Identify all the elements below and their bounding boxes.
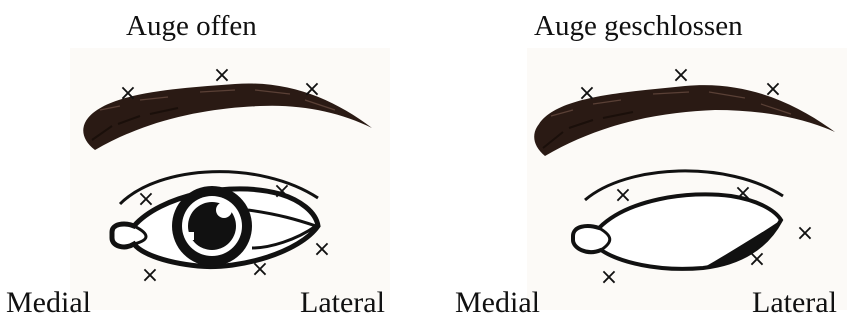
marker-2: × [672, 63, 690, 88]
panel-eye-open: Auge offen × × × × × × × [0, 0, 420, 327]
marker-5: × [273, 179, 291, 204]
lateral-label: Lateral [300, 286, 385, 320]
closed-eye-illustration: × × × × × × × × [427, 0, 847, 327]
marker-3: × [764, 77, 782, 102]
marker-8: × [251, 257, 269, 282]
lateral-label: Lateral [752, 286, 837, 320]
open-eye-illustration: × × × × × × × × [0, 0, 420, 327]
marker-1: × [119, 81, 137, 106]
marker-5: × [734, 181, 752, 206]
marker-3: × [303, 77, 321, 102]
marker-7: × [141, 263, 159, 288]
marker-7: × [600, 265, 618, 290]
marker-6: × [796, 221, 814, 246]
panel-eye-closed: Auge geschlossen × × × × × × × × Medial [427, 0, 847, 327]
marker-4: × [614, 183, 632, 208]
marker-8: × [748, 247, 766, 272]
medial-label: Medial [455, 286, 540, 320]
medial-label: Medial [6, 286, 91, 320]
marker-2: × [213, 63, 231, 88]
marker-4: × [137, 187, 155, 212]
marker-6: × [313, 237, 331, 262]
marker-1: × [578, 81, 596, 106]
